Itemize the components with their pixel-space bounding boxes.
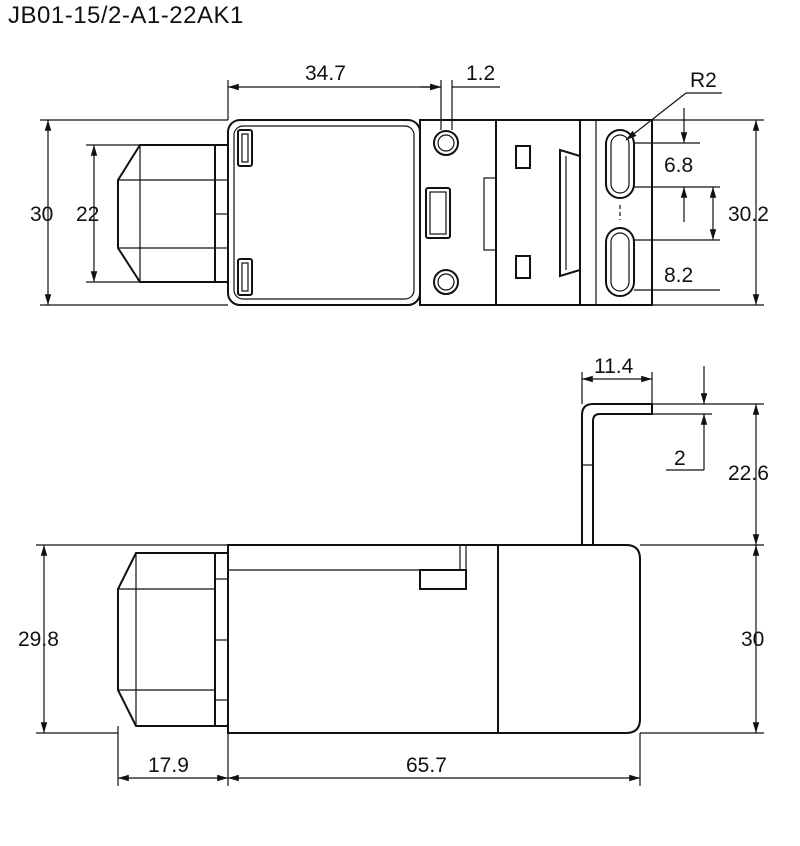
dim-30-side: 30	[741, 628, 764, 651]
top-head-block	[495, 119, 581, 306]
dim-22-6: 22.6	[728, 462, 769, 485]
side-bracket	[581, 403, 653, 545]
slot-lower	[605, 227, 635, 297]
side-view: 11.4 2 22.6 30 29.8 17.9 65.7	[18, 355, 769, 786]
dim-r2: R2	[690, 69, 717, 92]
top-nut	[117, 144, 216, 283]
dim-30-2: 30.2	[728, 203, 769, 226]
top-hole-upper	[433, 130, 459, 156]
dim-17-9: 17.9	[148, 754, 189, 777]
top-hole-lower	[433, 269, 459, 295]
dim-29-8: 29.8	[18, 628, 59, 651]
drawing-title: JB01-15/2-A1-22AK1	[8, 2, 244, 29]
slot-upper	[605, 129, 635, 199]
top-view: 34.7 1.2 R2 30 22 6.8 8.2 30.2	[30, 62, 769, 306]
dim-22: 22	[76, 203, 99, 226]
side-nut	[117, 552, 216, 727]
dim-1-2: 1.2	[466, 62, 495, 85]
top-body-outline	[227, 119, 421, 306]
dim-34-7: 34.7	[305, 62, 346, 85]
dim-8-2: 8.2	[664, 264, 693, 287]
dim-30-top: 30	[30, 203, 53, 226]
dim-6-8: 6.8	[664, 154, 693, 177]
side-head	[497, 544, 641, 734]
side-body	[227, 544, 499, 734]
dim-65-7: 65.7	[406, 754, 447, 777]
dim-11-4: 11.4	[594, 355, 634, 378]
top-bracket	[579, 119, 653, 306]
dim-2: 2	[674, 447, 686, 470]
